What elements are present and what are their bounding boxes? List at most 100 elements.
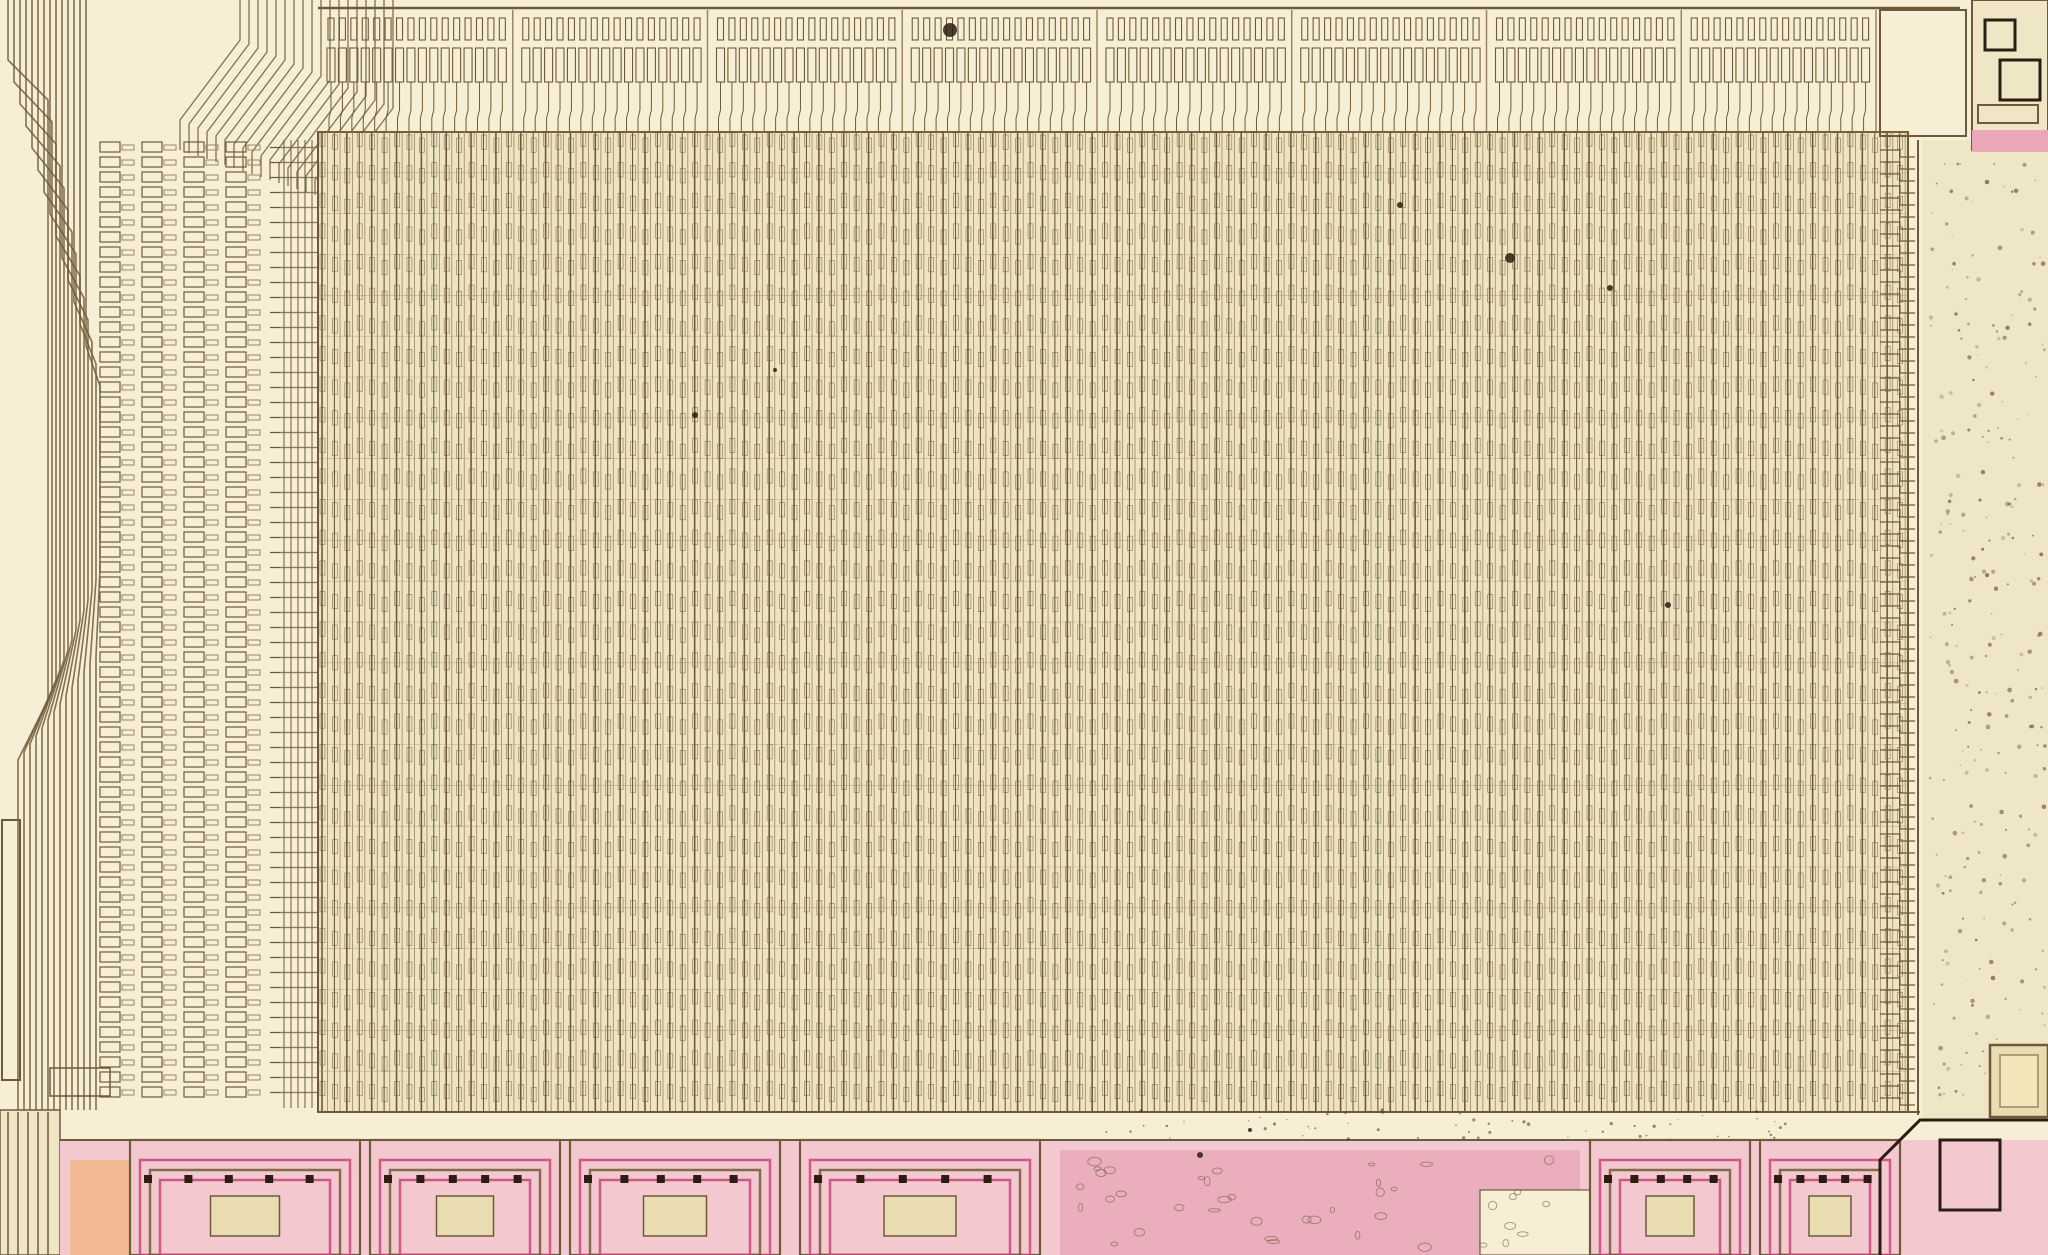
memory-cell — [779, 287, 785, 303]
memory-cell — [530, 780, 537, 796]
memory-cell — [766, 437, 773, 453]
memory-cell — [791, 443, 798, 459]
decoder-cell — [99, 156, 121, 168]
memory-cell — [344, 658, 351, 674]
memory-cell — [592, 992, 599, 1008]
decoder-cell — [99, 561, 121, 573]
decoder-cell-gate — [247, 219, 261, 226]
memory-cell — [828, 658, 835, 674]
sense-amp-leg — [534, 82, 538, 132]
memory-cell — [617, 560, 624, 576]
memory-cell — [431, 1019, 438, 1035]
memory-cell — [568, 229, 574, 245]
sense-amp-top — [1254, 17, 1263, 41]
sense-amp-top — [1037, 17, 1045, 41]
memory-cell — [791, 198, 798, 214]
memory-cell — [568, 137, 574, 153]
sense-amp-top — [1048, 17, 1056, 41]
memory-cell — [555, 594, 562, 610]
decoder-cell — [183, 1086, 205, 1098]
decoder-cell — [225, 291, 247, 303]
memory-cell — [419, 474, 425, 490]
memory-cell — [779, 134, 785, 150]
sense-amp-top — [350, 17, 358, 41]
memory-cell — [555, 655, 562, 671]
sense-amp-leg — [397, 82, 401, 132]
memory-cell — [630, 594, 636, 610]
memory-cell — [642, 872, 649, 888]
decoder-cell — [141, 606, 163, 618]
memory-cell — [866, 352, 872, 368]
decoder-cell-gate — [121, 474, 135, 481]
memory-cell — [828, 719, 835, 735]
decoder-cell — [225, 636, 247, 648]
sense-amp-leg — [1554, 82, 1558, 132]
memory-cell — [866, 290, 872, 306]
memory-cell — [667, 992, 674, 1008]
memory-cell — [356, 254, 363, 270]
memory-cell — [468, 376, 475, 392]
memory-cell — [729, 284, 736, 300]
memory-cell — [332, 992, 338, 1008]
decoder-cell-gate — [163, 279, 177, 286]
memory-cell — [431, 254, 438, 270]
memory-cell — [791, 260, 798, 276]
memory-cell — [493, 474, 500, 490]
sense-amp-top — [1472, 17, 1480, 41]
decoder-cell-gate — [163, 504, 177, 511]
sense-amp-leg — [1439, 82, 1443, 132]
decoder-cell — [99, 456, 121, 468]
memory-cell — [630, 134, 636, 150]
memory-cell — [505, 437, 512, 453]
memory-cell — [704, 165, 711, 181]
memory-cell — [419, 229, 425, 245]
memory-cell — [493, 566, 500, 582]
memory-cell — [456, 872, 462, 888]
sense-amp-top — [1736, 17, 1744, 41]
memory-cell — [481, 808, 487, 824]
memory-cell — [828, 137, 835, 153]
memory-cell — [505, 223, 512, 239]
memory-cell — [592, 165, 599, 181]
memory-cell — [381, 413, 388, 429]
memory-cell — [642, 321, 649, 337]
decoder-cell-gate — [205, 1044, 219, 1051]
memory-cell — [406, 1053, 413, 1069]
decoder-cell — [141, 726, 163, 738]
decoder-cell — [99, 411, 121, 423]
decoder-cell-gate — [163, 549, 177, 556]
sense-amp-leg — [1370, 82, 1374, 132]
decoder-cell — [183, 516, 205, 528]
memory-cell — [406, 716, 413, 732]
memory-cell — [878, 192, 885, 208]
memory-cell — [679, 1087, 686, 1103]
sense-amp-top — [854, 17, 862, 41]
memory-cell — [679, 780, 686, 796]
memory-cell — [605, 535, 612, 551]
memory-cell — [443, 195, 450, 211]
memory-cell — [468, 192, 475, 208]
memory-cell — [729, 223, 736, 239]
memory-cell — [580, 162, 587, 178]
memory-cell — [468, 468, 475, 484]
memory-cell — [319, 529, 326, 545]
memory-cell — [481, 165, 487, 181]
decoder-cell — [225, 861, 247, 873]
memory-cell — [804, 652, 810, 668]
decoder-cell-gate — [163, 774, 177, 781]
memory-cell — [729, 989, 736, 1005]
memory-cell — [443, 379, 450, 395]
decoder-cell-gate — [121, 204, 135, 211]
sense-amp-leg — [442, 82, 446, 132]
memory-array-rows — [318, 131, 1920, 1113]
decoder-cell-gate — [163, 1029, 177, 1036]
decoder-cell-gate — [205, 369, 219, 376]
memory-cell — [443, 655, 450, 671]
memory-cell — [891, 532, 897, 548]
decoder-cell — [99, 1026, 121, 1038]
decoder-cell — [183, 486, 205, 498]
decoder-cell — [183, 531, 205, 543]
sense-amp-top — [1209, 17, 1217, 41]
memory-cell — [630, 563, 636, 579]
memory-cell — [481, 502, 487, 518]
